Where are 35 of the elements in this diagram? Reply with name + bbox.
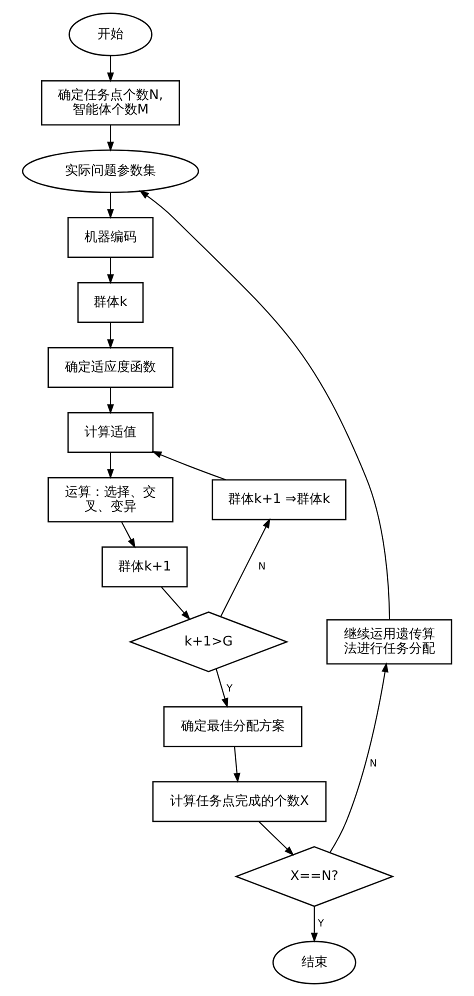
edge-label: N bbox=[258, 560, 266, 572]
node-ellipse: 结束 bbox=[272, 940, 356, 984]
arrow bbox=[220, 518, 270, 616]
arrow bbox=[107, 256, 114, 284]
node-ellipse: 实际问题参数集 bbox=[22, 148, 200, 193]
node-box: 确定最佳分配方案 bbox=[163, 706, 302, 747]
node-box: 计算任务点完成的个数X bbox=[152, 780, 327, 822]
arrow bbox=[107, 55, 114, 82]
arrow bbox=[107, 192, 114, 218]
arrow bbox=[216, 668, 228, 708]
arrow bbox=[310, 906, 318, 942]
arrow bbox=[233, 746, 240, 782]
node-box: 群体k+1 bbox=[102, 546, 188, 587]
arrow bbox=[329, 662, 388, 852]
edge-label: N bbox=[370, 758, 378, 770]
arrow bbox=[107, 124, 114, 152]
node-box: 群体k+1 ⇒群体k bbox=[212, 478, 346, 520]
edge-label: Y bbox=[318, 918, 324, 929]
node-box: 机器编码 bbox=[67, 216, 154, 258]
node-box: 计算适值 bbox=[67, 412, 154, 452]
node-box: 确定任务点个数N, 智能体个数M bbox=[41, 80, 180, 126]
arrow bbox=[107, 386, 114, 414]
arrow bbox=[258, 820, 294, 856]
arrow bbox=[161, 586, 191, 620]
node-box: 群体k bbox=[77, 282, 144, 322]
node-ellipse: 开始 bbox=[68, 12, 152, 56]
arrow bbox=[121, 521, 136, 548]
node-box: 运算：选择、交叉、变异 bbox=[48, 476, 174, 522]
arrow bbox=[107, 452, 114, 478]
arrow bbox=[107, 322, 114, 349]
edge-label: Y bbox=[226, 683, 233, 694]
arrow bbox=[139, 190, 390, 619]
node-box: 继续运用遗传算法进行任务分配 bbox=[326, 618, 452, 664]
arrow bbox=[152, 450, 226, 480]
node-box: 确定适应度函数 bbox=[48, 346, 174, 388]
